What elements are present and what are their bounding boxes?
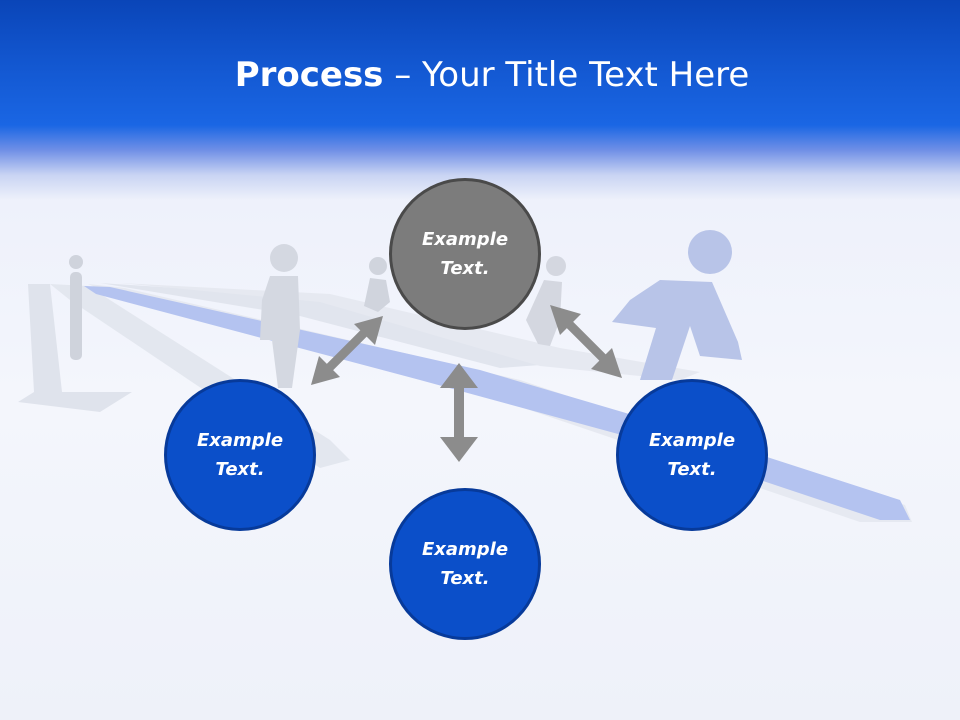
process-node-right: Example Text. bbox=[616, 379, 768, 531]
title-rest: – Your Title Text Here bbox=[383, 55, 750, 95]
runner-figure-center-left bbox=[364, 257, 390, 312]
lane-arrow-far bbox=[120, 283, 700, 380]
lane-arrow-left bbox=[18, 284, 132, 412]
process-node-top: Example Text. bbox=[389, 178, 541, 330]
runner-figure-far-left bbox=[69, 255, 83, 360]
node-label: Example Text. bbox=[421, 539, 509, 589]
node-label: Example Text. bbox=[421, 229, 509, 279]
connector-top-right bbox=[550, 305, 622, 378]
lane-arrow-right-top bbox=[100, 283, 540, 368]
runner-figure-center-right bbox=[526, 256, 566, 346]
node-label: Example Text. bbox=[196, 430, 284, 480]
runner-figure-left bbox=[260, 244, 300, 388]
title-bold: Process bbox=[234, 55, 384, 95]
slide-title: Process – Your Title Text Here bbox=[0, 52, 960, 98]
node-label: Example Text. bbox=[648, 430, 736, 480]
process-node-bottom: Example Text. bbox=[389, 488, 541, 640]
connector-top-bottom bbox=[440, 363, 478, 462]
process-node-left: Example Text. bbox=[164, 379, 316, 531]
runner-figure-front bbox=[612, 230, 742, 380]
connector-top-left bbox=[311, 316, 383, 385]
